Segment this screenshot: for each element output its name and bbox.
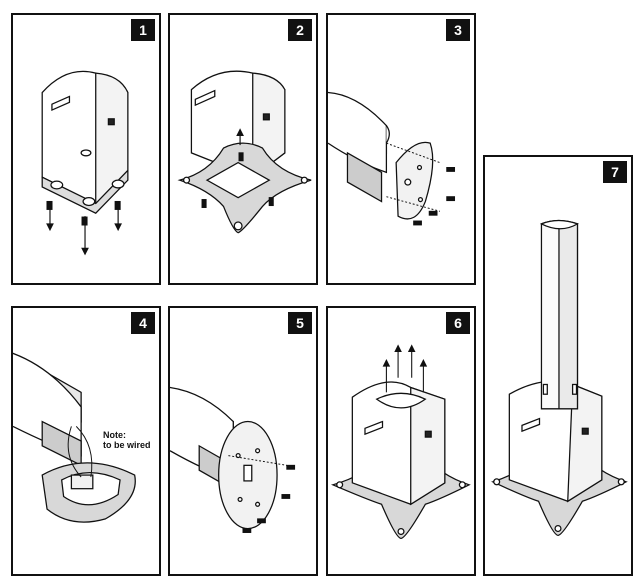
- step-2-panel: 2: [168, 13, 318, 285]
- bottom-plate-screw-illustration: [170, 386, 296, 533]
- step-number-badge: 7: [603, 161, 627, 183]
- step-number-badge: 3: [446, 19, 470, 41]
- wiring-note: Note: to be wired: [103, 430, 151, 450]
- final-assembly-illustration: [491, 219, 628, 536]
- wiring-note-title: Note:: [103, 430, 126, 440]
- step-number-badge: 4: [131, 312, 155, 334]
- wiring-illustration: [13, 352, 136, 523]
- step-4-panel: 4 Note: to be wired: [11, 306, 161, 576]
- step-number-badge: 1: [131, 19, 155, 41]
- step-3-panel: 3: [326, 13, 476, 285]
- wiring-note-text: to be wired: [103, 440, 151, 450]
- step-7-panel: 7: [483, 155, 633, 576]
- column-end-cap-illustration: [328, 91, 456, 226]
- subwoofer-base-illustration: [330, 344, 471, 539]
- step-6-panel: 6: [326, 306, 476, 576]
- step-5-panel: 5: [168, 306, 318, 576]
- base-plate-attach-illustration: [177, 70, 312, 234]
- speaker-remove-feet-illustration: [41, 70, 129, 256]
- step-1-panel: 1: [11, 13, 161, 285]
- step-number-badge: 2: [288, 19, 312, 41]
- step-number-badge: 6: [446, 312, 470, 334]
- step-number-badge: 5: [288, 312, 312, 334]
